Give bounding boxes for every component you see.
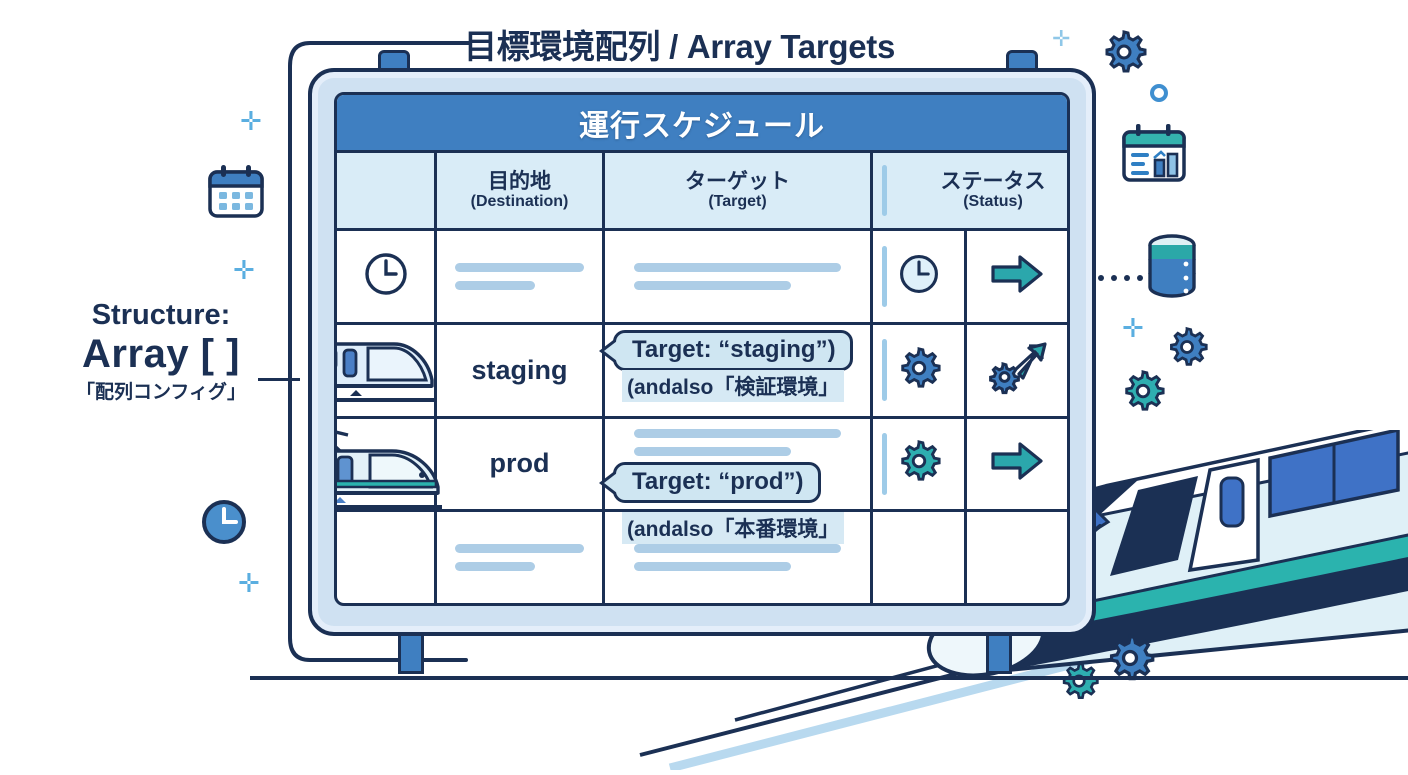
plus-icon: ✛ — [238, 568, 260, 598]
structure-label: Structure: Array [ ] 「配列コンフィグ」 — [56, 300, 266, 403]
gear-icon — [1100, 28, 1148, 81]
row-destination-cell — [437, 512, 605, 603]
gear-arrow-up-icon — [985, 340, 1049, 401]
gear-icon — [1120, 368, 1166, 419]
board-leg-right — [986, 632, 1012, 674]
destination-label: prod — [489, 448, 550, 479]
arrow-right-icon — [989, 253, 1045, 300]
row-icon-cell — [337, 324, 438, 416]
header-status-en: (Status) — [963, 193, 1023, 211]
row-status-cell — [873, 512, 967, 603]
header-cell-target: ターゲット (Target) — [605, 153, 873, 228]
header-status-jp: ステータス — [940, 169, 1046, 193]
accent-bar — [882, 339, 887, 401]
row-destination-cell: prod — [437, 418, 605, 510]
row-destination-cell — [437, 231, 605, 322]
dots-icon — [1098, 275, 1143, 281]
callout-prod-sub: (andalso「本番環境」 — [622, 512, 845, 544]
ring-icon — [1148, 82, 1170, 109]
table-header-row: 目的地 (Destination) ターゲット (Target) — [337, 153, 1067, 231]
structure-connector-line — [258, 378, 300, 381]
clock-icon — [197, 495, 251, 554]
page-title: 目標環境配列 / Array Targets — [464, 28, 896, 65]
row-status-arrow-cell — [967, 325, 1067, 416]
plus-icon: ✛ — [1122, 313, 1144, 343]
header-cell-status — [873, 153, 967, 228]
destination-label: staging — [471, 354, 568, 385]
plus-icon: ✛ — [233, 255, 255, 285]
gear-icon — [896, 438, 942, 489]
plus-icon: ✛ — [240, 106, 262, 136]
structure-note: 「配列コンフィグ」 — [75, 382, 247, 404]
board-leg-left — [398, 632, 424, 674]
gear-icon — [1104, 632, 1156, 689]
arrow-right-icon — [989, 440, 1045, 487]
placeholder-bars — [634, 544, 841, 572]
train-icon — [337, 332, 438, 409]
clock-icon — [897, 252, 941, 301]
row-status-arrow-cell — [967, 512, 1067, 603]
row-status-cell — [873, 324, 967, 416]
row-target-cell — [605, 512, 873, 603]
ground-line — [250, 676, 1408, 680]
table-row[interactable] — [337, 231, 1067, 325]
gear-icon — [896, 345, 942, 396]
row-target-cell — [605, 324, 873, 416]
row-target-cell — [605, 231, 873, 322]
gear-icon — [1165, 325, 1209, 374]
header-destination-jp: 目的地 — [488, 169, 551, 193]
calendar-chart-icon — [1118, 120, 1192, 193]
header-target-jp: ターゲット — [685, 169, 790, 193]
row-status-arrow-cell — [967, 419, 1067, 510]
header-destination-en: (Destination) — [470, 193, 569, 211]
placeholder-bars — [455, 544, 584, 572]
row-status-cell — [873, 418, 967, 510]
header-cell-icon — [337, 153, 437, 228]
bracket-connector — [280, 38, 472, 662]
header-cell-destination: 目的地 (Destination) — [437, 153, 605, 228]
table-row[interactable]: prod — [337, 418, 1067, 513]
structure-caption: Structure: — [91, 299, 231, 331]
gear-icon — [1058, 660, 1100, 707]
table-row[interactable]: staging — [337, 324, 1067, 419]
clock-icon — [362, 250, 410, 303]
board-header: 運行スケジュール — [337, 95, 1067, 153]
structure-value: Array [ ] — [82, 332, 240, 377]
callout-staging-sub: (andalso「検証環境」 — [622, 370, 845, 402]
placeholder-bars — [634, 428, 841, 456]
database-icon — [1140, 230, 1204, 311]
callout-staging: Target: “staging”) — [613, 330, 853, 371]
accent-bar — [882, 433, 887, 495]
row-target-cell — [605, 418, 873, 510]
plus-icon: ✛ — [1052, 26, 1071, 51]
row-status-cell — [873, 231, 967, 322]
row-icon-cell — [337, 418, 442, 510]
callout-prod: Target: “prod”) — [613, 462, 821, 503]
schedule-table: 目的地 (Destination) ターゲット (Target) — [337, 153, 1067, 603]
table-row[interactable] — [337, 512, 1067, 603]
calendar-icon — [205, 163, 267, 226]
header-cell-status-label: ステータス (Status) — [941, 153, 1067, 228]
row-icon-cell — [337, 512, 437, 603]
train-icon — [337, 425, 444, 516]
row-destination-cell: staging — [437, 324, 605, 416]
row-icon-cell — [337, 231, 437, 322]
accent-bar — [882, 245, 887, 308]
placeholder-bars — [634, 262, 841, 290]
placeholder-bars — [455, 262, 584, 290]
header-target-en: (Target) — [708, 193, 767, 211]
accent-bar — [882, 165, 887, 216]
row-status-arrow-cell — [967, 231, 1067, 322]
